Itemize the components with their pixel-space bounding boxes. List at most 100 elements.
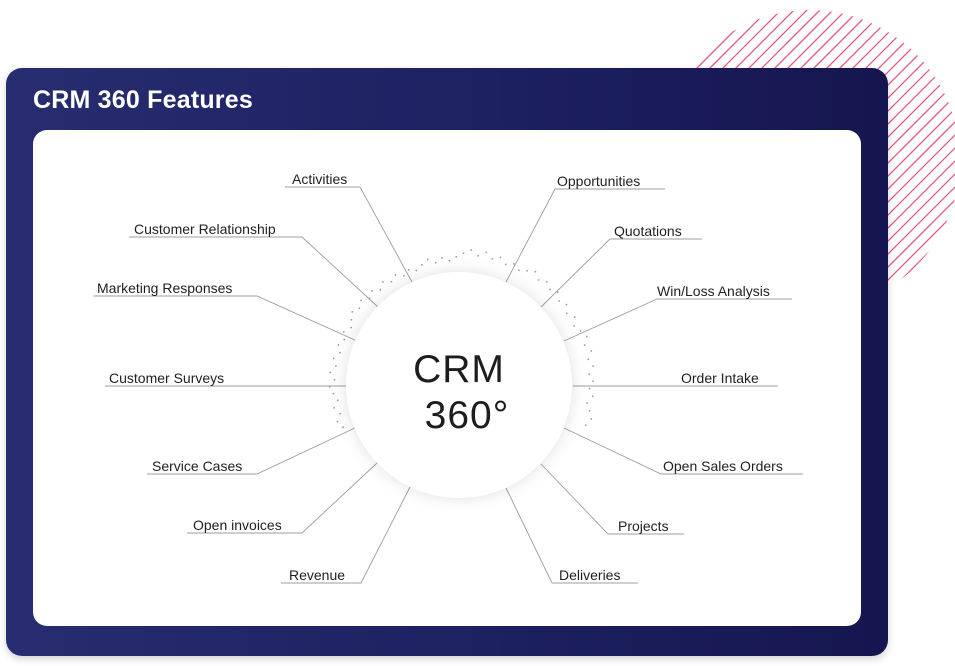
stripe-line [660,10,779,310]
stripe-line [660,10,792,310]
feature-activities: Activities [292,171,348,187]
halo-dot [588,373,591,375]
crm-hub-circle: CRM 360° [346,272,572,498]
halo-dot [534,270,537,273]
halo-dot [350,326,353,329]
connector-marketing-responses [93,295,358,342]
feature-marketing-responses: Marketing Responses [97,280,233,296]
halo-dot [434,261,437,264]
feature-deliveries: Deliveries [559,567,621,583]
stripe-line [660,10,857,310]
stripe-line [660,10,818,310]
halo-dot [518,269,520,272]
halo-dot [591,395,594,398]
connector-deliveries [505,487,638,584]
connector-lines [93,186,803,584]
stripe-line [660,10,831,310]
halo-dot [565,303,568,306]
halo-dot [394,274,397,276]
features-panel: CRM 360 Features CRM 360° Activities Cus… [6,68,888,656]
stripe-line [715,10,955,310]
halo-dot [556,291,559,294]
feature-open-sales-orders: Open Sales Orders [663,458,783,474]
stripe-line [884,10,955,310]
connector-customer-relationship [129,236,379,308]
halo-dot [441,257,443,259]
hub-label-crm: CRM [413,348,505,391]
halo-dot [548,288,551,291]
halo-dot [336,420,339,423]
halo-dot [590,350,593,352]
halo-dot [407,268,410,271]
halo-dot [420,263,423,266]
stripe-line [660,10,844,310]
halo-dot [379,289,382,291]
halo-dot [358,307,361,310]
halo-dot [390,280,393,283]
halo-dot [579,330,582,332]
halo-dot [588,387,591,390]
diagram-card: CRM 360° Activities Customer Relationshi… [33,130,861,626]
halo-dot [342,330,345,333]
halo-dot [470,249,473,252]
feature-win-loss-analysis: Win/Loss Analysis [657,283,770,299]
connector-service-cases [147,426,358,475]
feature-opportunities: Opportunities [557,173,641,189]
stripe-line [936,10,955,310]
halo-dot [586,402,589,404]
stripe-line [728,10,955,310]
halo-dot [592,380,595,383]
halo-dot [592,365,594,368]
halo-dot [343,338,346,341]
halo-dot [462,252,465,255]
stripe-line [689,10,955,310]
halo-dot [332,357,335,360]
connector-activities [285,186,413,283]
halo-dot [382,280,384,283]
halo-dot [448,259,451,262]
halo-dot [339,412,342,415]
connector-open-sales-orders [563,427,803,475]
panel-title: CRM 360 Features [33,86,253,114]
halo-dot [558,300,560,302]
halo-dot [415,269,418,272]
halo-dot [426,258,429,261]
stripe-line [660,10,805,310]
feature-revenue: Revenue [289,567,346,583]
halo-dot [513,262,515,265]
halo-dot [477,254,479,257]
feature-service-cases: Service Cases [152,458,243,474]
halo-dot [499,256,502,259]
halo-dot [334,365,337,367]
halo-dot [504,263,507,266]
halo-dot [337,344,340,346]
halo-dot [329,371,332,374]
halo-dot [455,255,458,258]
halo-dot [403,275,405,277]
connector-win-loss-analysis [563,298,792,342]
stripe-line [910,10,955,310]
connector-opportunities [505,188,665,283]
halo-dot [336,399,339,402]
feature-quotations: Quotations [614,223,682,239]
halo-dot [537,279,540,281]
halo-dot [350,318,353,321]
halo-dot [590,418,593,420]
halo-dot [545,280,548,283]
halo-dot [339,351,341,354]
halo-dot [573,324,575,327]
halo-dot [485,251,488,254]
halo-dot [333,378,336,381]
feature-customer-surveys: Customer Surveys [109,370,225,386]
halo-dot [587,358,590,361]
feature-customer-relationship: Customer Relationship [134,221,276,237]
halo-dot [491,257,494,260]
hub-label-360: 360° [424,394,510,437]
connector-open-invoices [187,462,378,534]
halo-dot [332,392,335,395]
connector-projects [540,463,684,535]
halo-dot [573,316,576,318]
halo-dot [360,299,362,302]
connector-quotations [540,238,702,308]
feature-open-invoices: Open invoices [193,517,282,533]
